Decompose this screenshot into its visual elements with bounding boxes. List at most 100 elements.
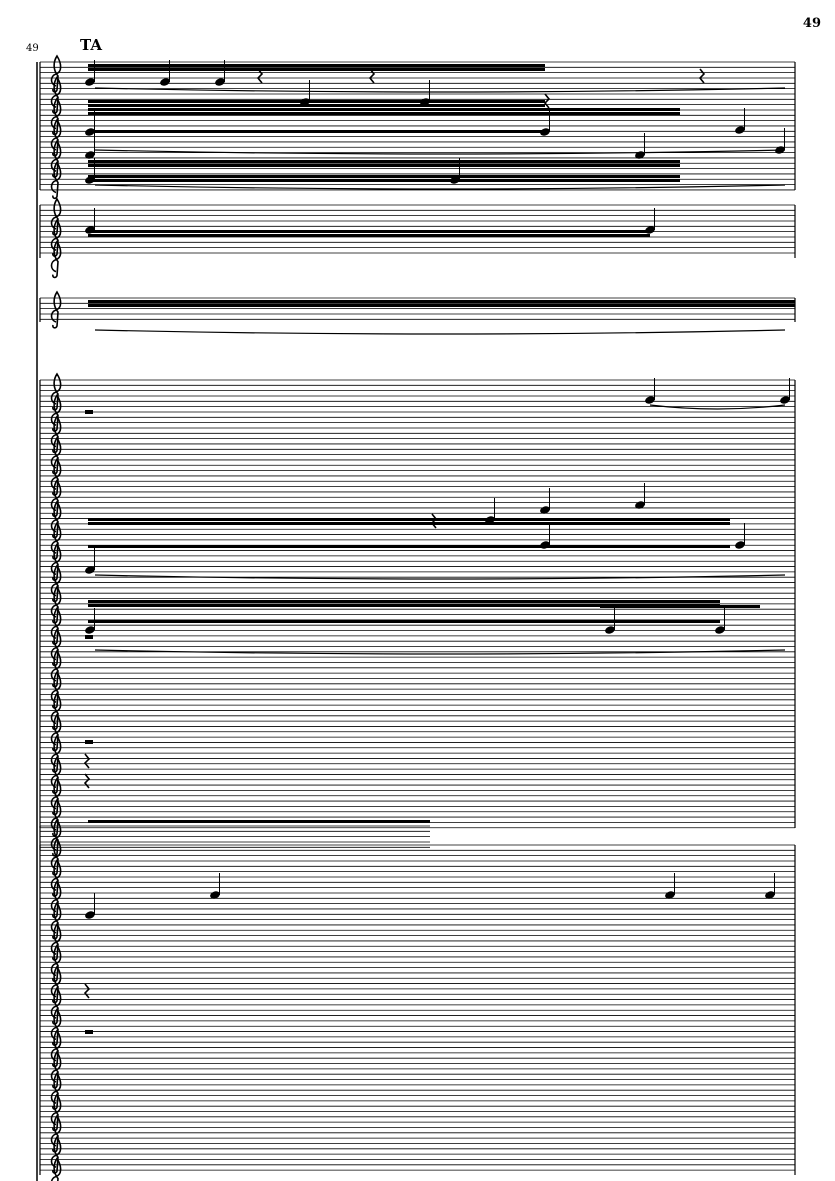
treble-clef-icon bbox=[50, 54, 62, 93]
treble-clef-icon bbox=[50, 901, 62, 940]
notehead bbox=[85, 626, 95, 634]
notehead bbox=[300, 98, 310, 106]
treble-clef-icon bbox=[50, 521, 62, 560]
beam bbox=[88, 522, 730, 525]
notehead bbox=[420, 98, 430, 106]
treble-clef-icon bbox=[50, 585, 62, 624]
notehead bbox=[645, 226, 655, 234]
notehead bbox=[715, 626, 725, 634]
beam bbox=[88, 104, 545, 107]
beam bbox=[88, 545, 730, 548]
tie bbox=[94, 184, 786, 190]
rehearsal-mark: TA bbox=[80, 36, 102, 54]
notehead bbox=[735, 126, 745, 134]
notehead bbox=[85, 176, 95, 184]
beam bbox=[88, 179, 680, 182]
treble-clef-icon bbox=[50, 240, 62, 279]
treble-clef-icon bbox=[50, 713, 62, 752]
notehead bbox=[540, 506, 550, 514]
notehead bbox=[635, 151, 645, 159]
tie bbox=[94, 649, 786, 655]
beam bbox=[88, 820, 430, 823]
treble-clef-icon bbox=[50, 922, 62, 961]
treble-clef-icon bbox=[50, 670, 62, 709]
beam bbox=[88, 68, 545, 71]
whole-rest bbox=[85, 635, 93, 639]
rest bbox=[543, 93, 551, 109]
beam bbox=[88, 160, 680, 163]
treble-clef-icon bbox=[50, 755, 62, 794]
notehead bbox=[540, 541, 550, 549]
tie bbox=[94, 149, 786, 155]
beam bbox=[88, 234, 650, 237]
notehead bbox=[450, 176, 460, 184]
notehead bbox=[735, 541, 745, 549]
treble-clef-icon bbox=[50, 564, 62, 603]
beam bbox=[88, 604, 720, 607]
beam bbox=[88, 108, 680, 111]
treble-clef-icon bbox=[50, 118, 62, 157]
whole-rest bbox=[85, 1030, 93, 1034]
treble-clef-icon bbox=[50, 628, 62, 667]
notehead bbox=[765, 891, 775, 899]
treble-clef-icon bbox=[50, 415, 62, 454]
treble-clef-icon bbox=[50, 197, 62, 236]
treble-clef-icon bbox=[50, 880, 62, 919]
treble-clef-icon bbox=[50, 393, 62, 432]
tie bbox=[94, 574, 786, 580]
treble-clef-icon bbox=[50, 944, 62, 983]
treble-clef-icon bbox=[50, 457, 62, 496]
tie bbox=[649, 404, 786, 410]
notehead bbox=[635, 501, 645, 509]
beam bbox=[88, 64, 545, 67]
notehead bbox=[775, 146, 785, 154]
tie bbox=[94, 329, 786, 335]
beam bbox=[88, 230, 650, 233]
treble-clef-icon bbox=[50, 290, 62, 329]
treble-clef-icon bbox=[50, 734, 62, 773]
rest bbox=[368, 68, 376, 84]
beam bbox=[88, 164, 680, 167]
notehead bbox=[85, 566, 95, 574]
treble-clef-icon bbox=[50, 218, 62, 257]
beam bbox=[88, 112, 680, 115]
treble-clef-icon bbox=[50, 139, 62, 178]
treble-clef-icon bbox=[50, 1050, 62, 1089]
treble-clef-icon bbox=[50, 858, 62, 897]
notehead bbox=[85, 226, 95, 234]
treble-clef-icon bbox=[50, 1071, 62, 1110]
treble-clef-icon bbox=[50, 986, 62, 1025]
treble-clef-icon bbox=[50, 97, 62, 136]
notehead bbox=[485, 516, 495, 524]
beam bbox=[88, 620, 720, 623]
notehead bbox=[85, 78, 95, 86]
notehead bbox=[160, 78, 170, 86]
treble-clef-icon bbox=[50, 965, 62, 1004]
treble-clef-icon bbox=[50, 606, 62, 645]
beam bbox=[88, 518, 730, 521]
rest bbox=[83, 753, 91, 769]
beam bbox=[88, 600, 720, 603]
notehead bbox=[85, 151, 95, 159]
treble-clef-icon bbox=[50, 1135, 62, 1174]
whole-rest bbox=[85, 740, 93, 744]
treble-clef-icon bbox=[50, 161, 62, 200]
rest bbox=[83, 983, 91, 999]
measure-number: 49 bbox=[26, 43, 39, 54]
treble-clef-icon bbox=[50, 1157, 62, 1181]
treble-clef-icon bbox=[50, 1007, 62, 1046]
beam bbox=[88, 175, 680, 178]
beam bbox=[88, 300, 795, 303]
tie bbox=[94, 87, 786, 93]
treble-clef-icon bbox=[50, 837, 62, 876]
notehead bbox=[605, 626, 615, 634]
treble-clef-icon bbox=[50, 75, 62, 114]
notehead bbox=[665, 891, 675, 899]
treble-clef-icon bbox=[50, 777, 62, 816]
rest bbox=[430, 513, 438, 529]
treble-clef-icon bbox=[50, 1114, 62, 1153]
treble-clef-icon bbox=[50, 1029, 62, 1068]
page-number: 49 bbox=[802, 16, 821, 31]
treble-clef-icon bbox=[50, 692, 62, 731]
